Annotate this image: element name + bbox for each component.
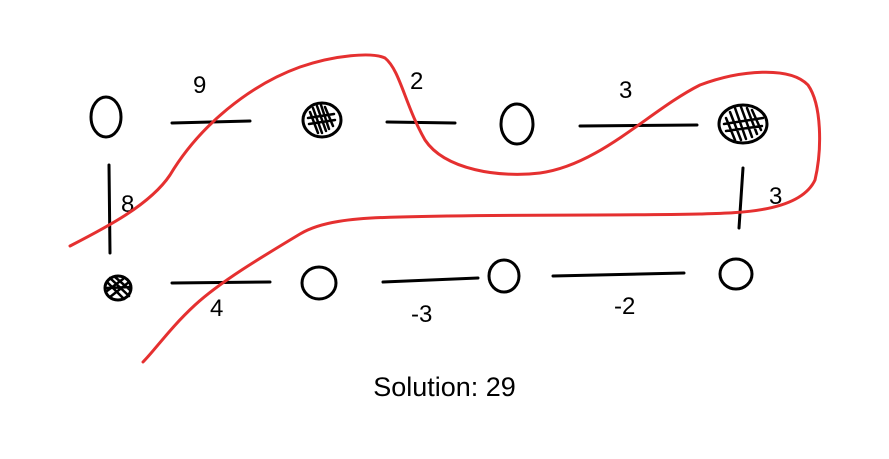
edge-weight-label: -3 — [411, 301, 432, 328]
edge-weight-label: -2 — [614, 293, 635, 320]
edge-n6-n7 — [551, 271, 686, 278]
edge-weight-label: 3 — [769, 183, 782, 210]
edge-n0-n4 — [107, 163, 112, 255]
node-n0 — [89, 95, 123, 139]
edge-n3-n7 — [737, 166, 745, 230]
node-n2 — [499, 102, 535, 146]
node-n7 — [718, 257, 754, 291]
edge-weight-label: 2 — [410, 68, 423, 95]
edge-n5-n6 — [381, 276, 480, 284]
node-n5 — [300, 265, 338, 301]
solution-text: Solution: 29 — [373, 372, 516, 402]
cut-line — [68, 53, 822, 364]
edge-n1-n2 — [385, 120, 457, 125]
node-n4 — [103, 274, 133, 302]
edge-weight-label: 9 — [193, 72, 206, 99]
edge-weight-label: 3 — [619, 77, 632, 104]
edge-weight-label: 4 — [210, 295, 223, 322]
node-n1 — [301, 101, 343, 139]
node-n6 — [487, 258, 521, 294]
node-n3 — [717, 103, 769, 145]
